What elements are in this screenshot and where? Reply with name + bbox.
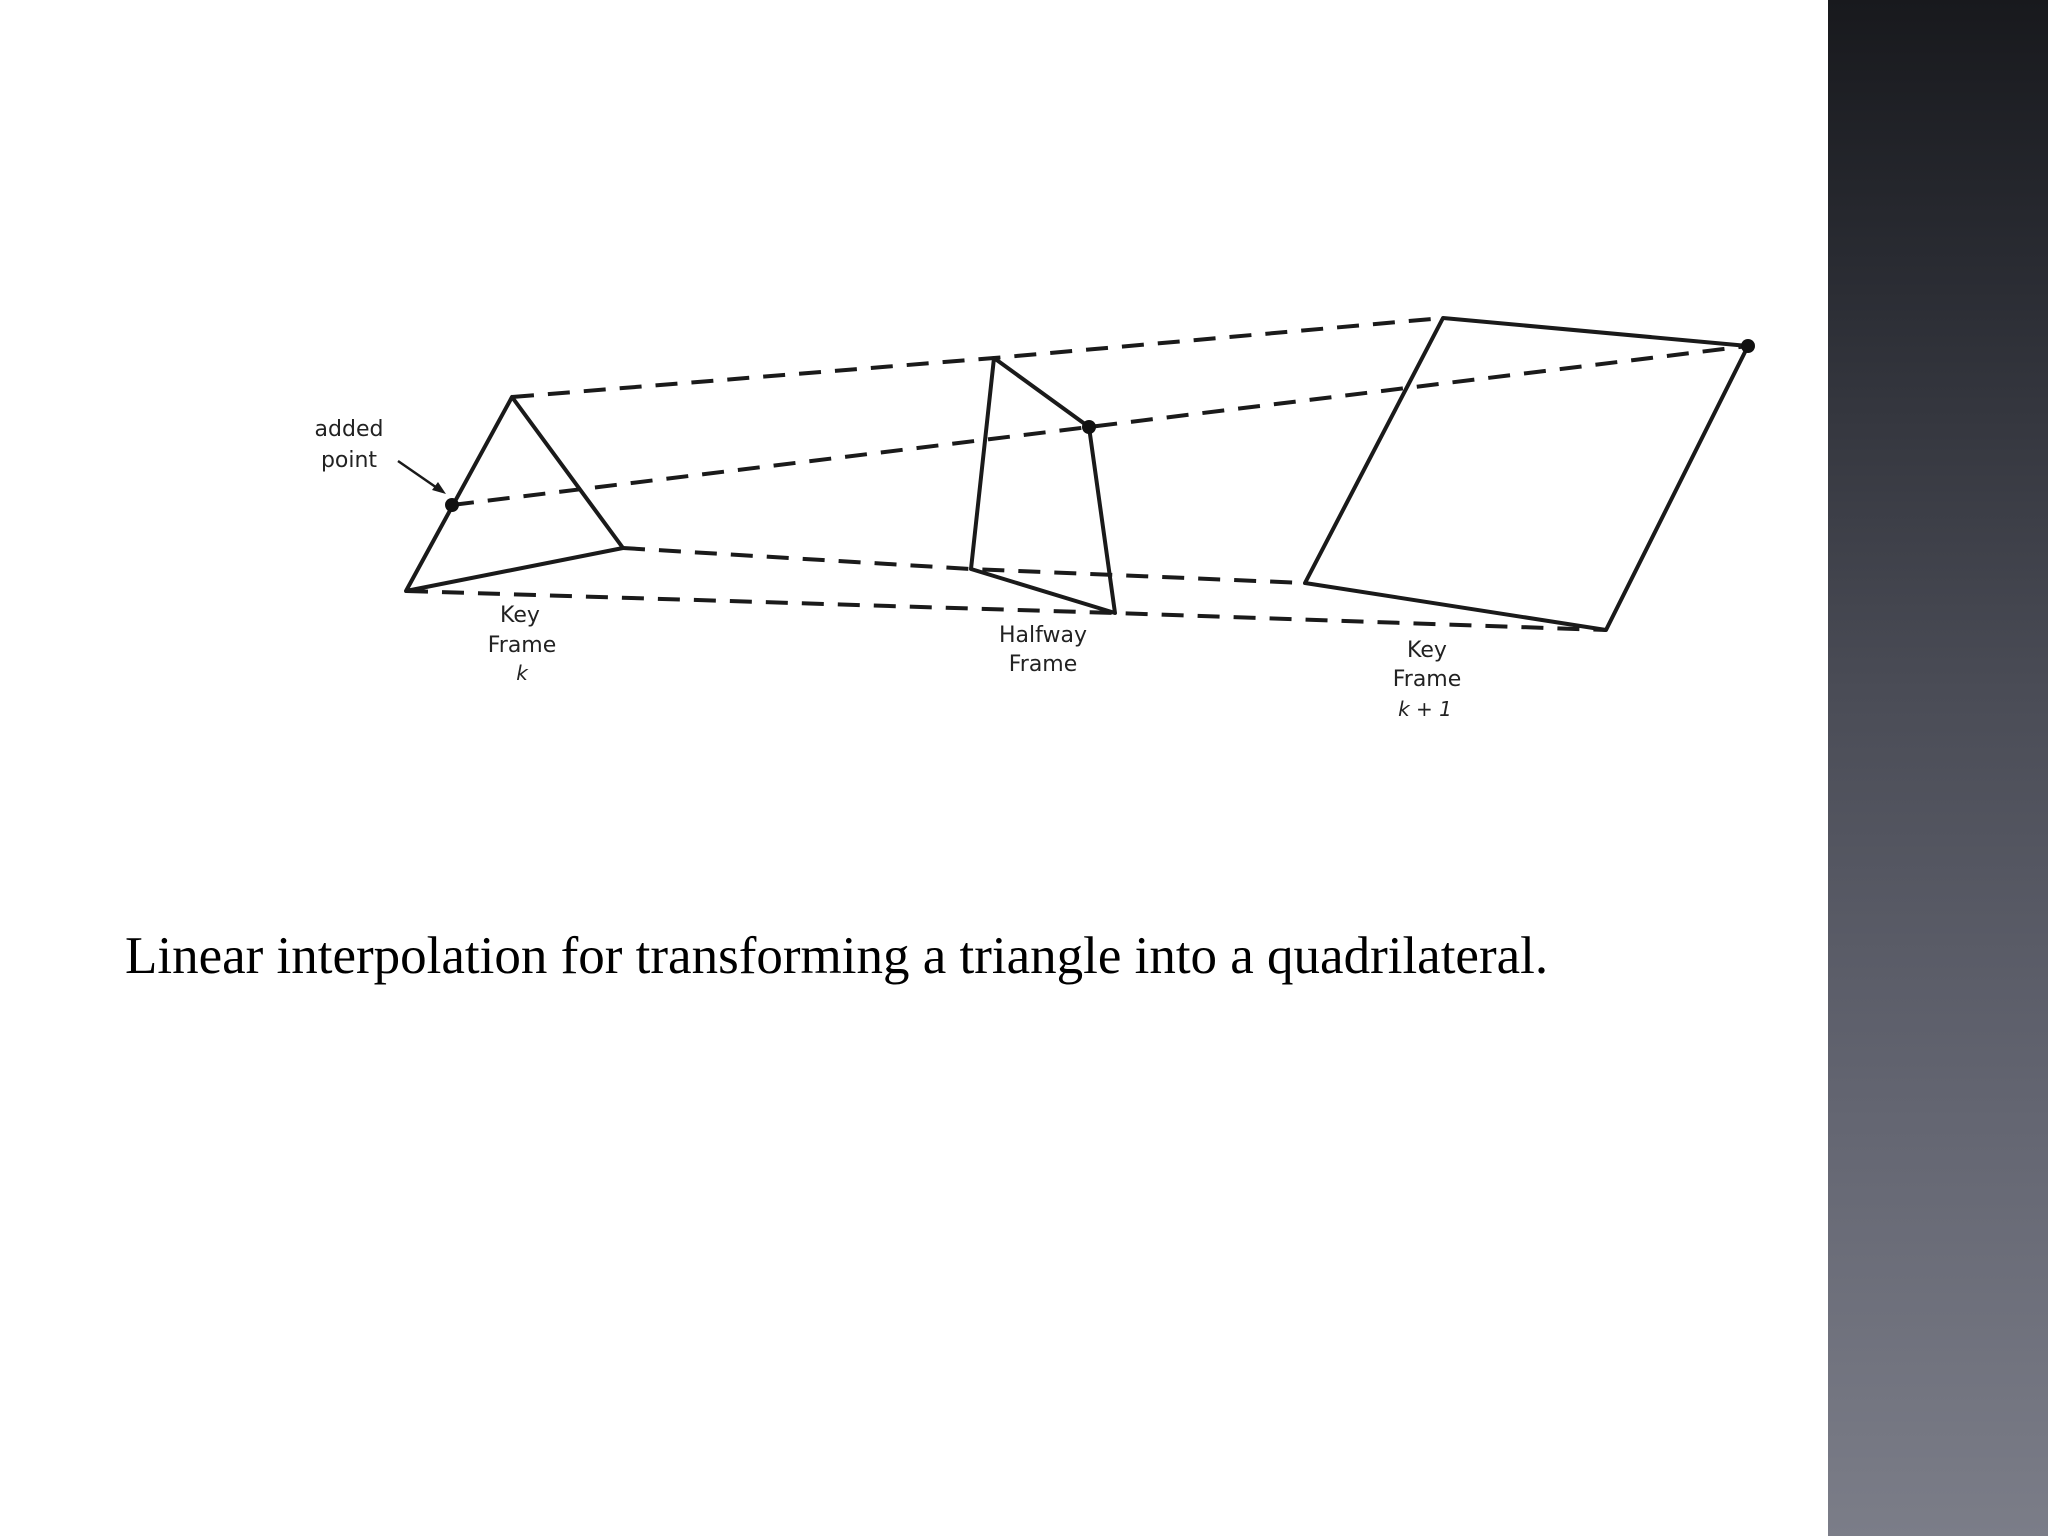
key-frame-k1-quadrilateral [1303, 316, 1750, 632]
key-frame-k-label-line1: Key [500, 603, 540, 628]
quad-corner-marker [1741, 339, 1755, 353]
dashed-line-bottom [405, 589, 1607, 632]
dashed-line-top [511, 316, 1444, 399]
decorative-side-strip [1828, 0, 2048, 1536]
halfway-frame-shape [969, 356, 1117, 615]
key-frame-k-triangle [404, 395, 625, 593]
key-frame-k1-label-line1: Key [1407, 638, 1447, 663]
added-point-arrowhead [432, 482, 446, 494]
key-frame-k1-label-line2: Frame [1393, 667, 1462, 692]
key-frame-k1-label-line3: k + 1 [1398, 697, 1452, 721]
dashed-line-added-point [451, 344, 1749, 507]
halfway-frame-label-line2: Frame [1009, 652, 1078, 677]
dashed-line-right [622, 546, 1306, 585]
interpolation-diagram: added point Key Frame k Halfway Frame Ke… [315, 316, 1755, 721]
halfway-frame-label-line1: Halfway [999, 623, 1087, 648]
figure-caption: Linear interpolation for transforming a … [125, 927, 1549, 985]
added-point-arrow [397, 459, 441, 492]
added-point-label-line2: point [321, 448, 377, 473]
added-point-label-line1: added [315, 417, 384, 442]
added-point-marker [445, 498, 459, 512]
halfway-point-marker [1082, 420, 1096, 434]
key-frame-k-label-line2: Frame [488, 633, 557, 658]
correspondence-lines [405, 316, 1749, 632]
key-frame-k-label-line3: k [516, 661, 529, 685]
